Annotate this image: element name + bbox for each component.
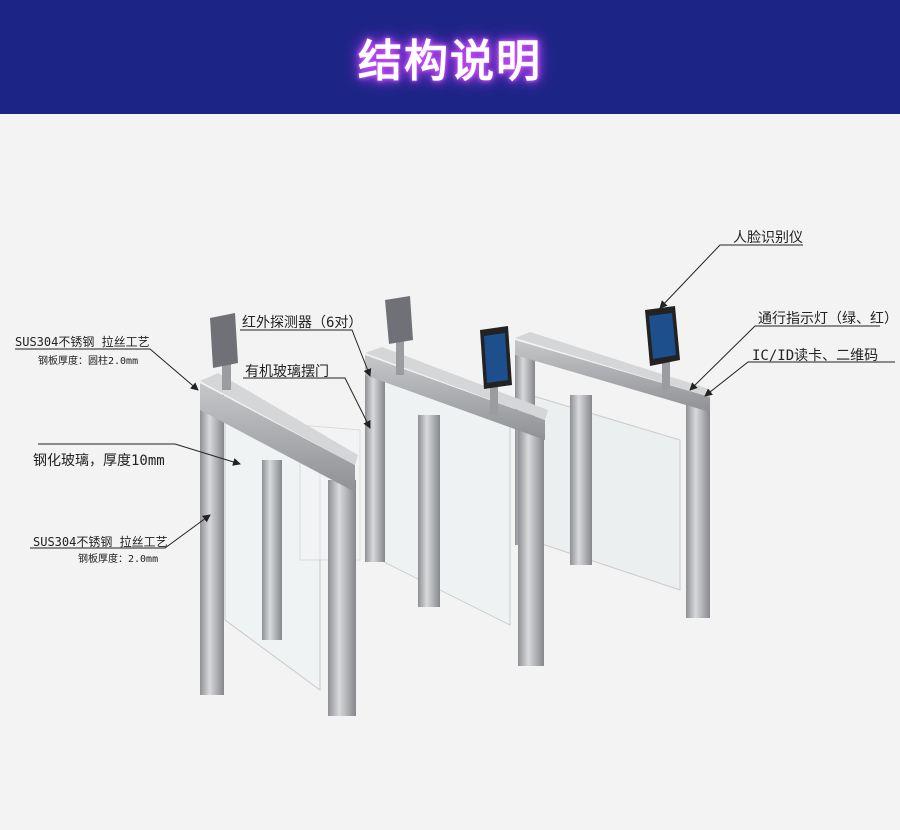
label-acrylic-gate: 有机玻璃摆门 <box>245 364 329 380</box>
label-indicator: 通行指示灯（绿、红） <box>758 311 898 327</box>
label-face-recognition: 人脸识别仪 <box>733 230 803 246</box>
diagram-area: SUS304不锈钢 拉丝工艺 钢板厚度：圆柱2.0mm 钢化玻璃，厚度10mm … <box>0 114 900 830</box>
label-infrared: 红外探测器（6对） <box>242 315 363 331</box>
label-steel-post-thickness: 钢板厚度：圆柱2.0mm <box>38 356 139 367</box>
label-steel-post: SUS304不锈钢 拉丝工艺 <box>15 335 150 349</box>
turnstile-illustration <box>15 244 895 716</box>
leader-lines <box>15 244 895 549</box>
page-title: 结构说明 <box>358 36 542 87</box>
gate-unit-right <box>515 306 712 618</box>
label-steel-panel: SUS304不锈钢 拉丝工艺 <box>33 535 168 549</box>
header-banner: 结构说明 <box>0 0 900 114</box>
gate-unit-left <box>200 313 361 716</box>
gate-unit-middle <box>365 296 548 666</box>
label-card-reader: IC/ID读卡、二维码 <box>752 348 879 364</box>
label-tempered-glass: 钢化玻璃，厚度10mm <box>33 453 165 469</box>
label-steel-panel-thickness: 钢板厚度：2.0mm <box>78 554 159 565</box>
